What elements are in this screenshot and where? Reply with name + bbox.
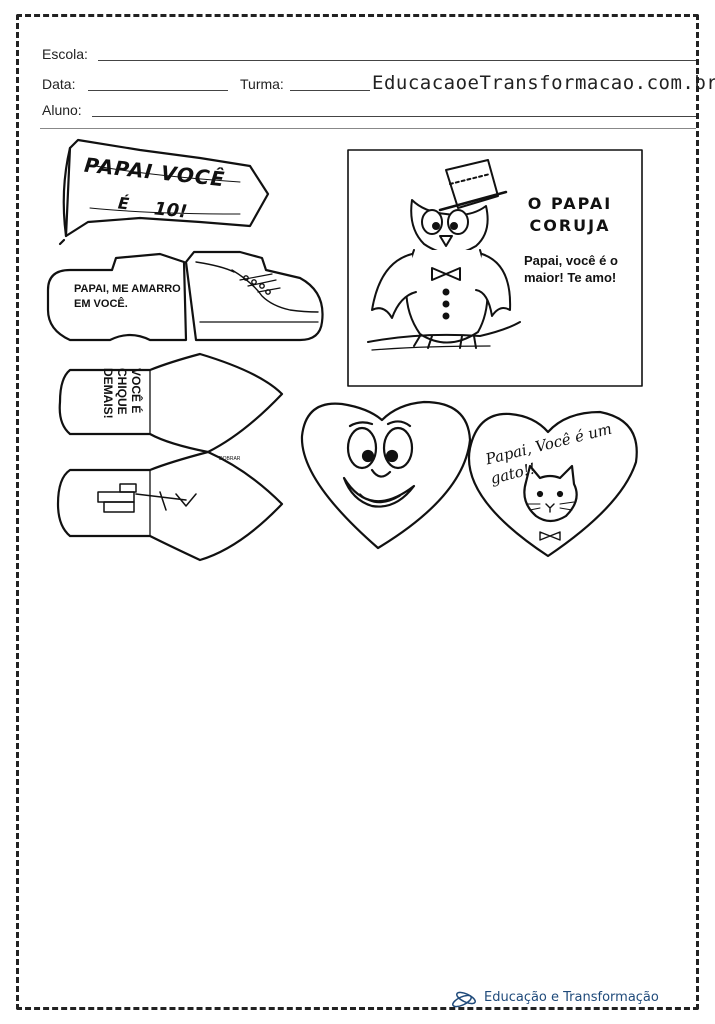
header-divider [40,128,696,129]
aluno-line[interactable] [92,116,696,117]
turma-line[interactable] [290,90,370,91]
site-watermark: EducacaoeTransformacao.com.br [372,72,715,94]
banner-text-ten: 10! [152,198,189,223]
data-line[interactable] [88,90,228,91]
banner-flag [58,138,270,246]
footer-brand: Educação e Transformação [484,990,659,1005]
shoe-message: PAPAI, ME AMARRO EM VOCÊ. [74,283,181,310]
tie-message: VOCÊ É CHIQUE DEMAIS! [101,368,143,419]
heart-card [300,400,638,558]
escola-line[interactable] [98,60,696,61]
shoe-card [46,250,324,342]
footer-logo-icon [452,991,476,1008]
owl-drawing [367,159,521,351]
tie-fold-label: DOBRAR [219,456,241,462]
banner-text-e: É [117,193,130,214]
tie-card [56,352,284,562]
escola-label: Escola: [42,46,88,62]
page-dashed-border [16,14,699,1010]
turma-label: Turma: [240,76,284,92]
owl-card-message: Papai, você é o maior! Te amo! [524,253,618,285]
data-label: Data: [42,76,76,92]
aluno-label: Aluno: [42,102,82,118]
owl-card-title: O PAPAI CORUJA [527,194,613,235]
